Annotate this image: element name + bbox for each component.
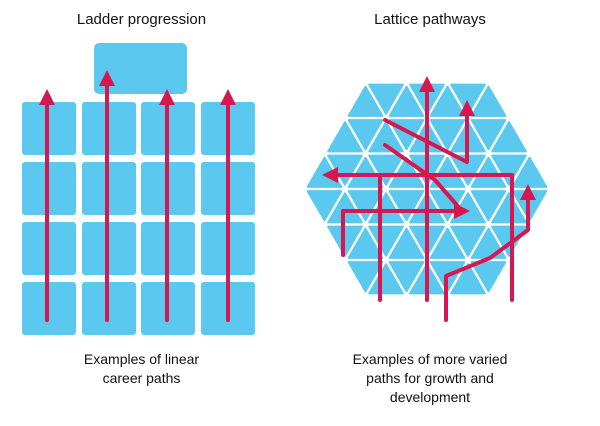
lattice-tile — [368, 192, 404, 224]
lattice-tile — [470, 119, 507, 151]
lattice-path — [383, 100, 475, 164]
lattice-caption-line: paths for growth and — [366, 370, 494, 386]
lattice-tile — [347, 190, 384, 222]
lattice-tile — [450, 225, 486, 257]
lattice-tile — [368, 263, 404, 295]
lattice-tile — [388, 85, 425, 117]
lattice-tile — [388, 227, 425, 259]
lattice-tile — [429, 156, 466, 188]
ladder-caption-line: Examples of linear — [83, 351, 200, 367]
lattice-tile — [388, 261, 425, 293]
lattice-caption-line: Examples of more varied — [352, 351, 508, 367]
ladder-caption-line: career paths — [102, 370, 181, 386]
lattice-caption-line: development — [389, 389, 471, 405]
lattice-paths — [322, 76, 536, 322]
lattice-tile — [429, 227, 466, 259]
lattice-tile — [306, 190, 343, 222]
ladder-caption: Examples of linear career paths — [20, 350, 263, 388]
lattice-path — [444, 184, 536, 322]
lattice-tile — [368, 225, 404, 257]
lattice-caption: Examples of more varied paths for growth… — [290, 350, 570, 407]
lattice-path — [383, 143, 464, 213]
lattice-tile — [347, 85, 384, 117]
lattice-tile — [429, 85, 466, 117]
ladder-grid — [22, 43, 255, 335]
lattice-tile — [347, 227, 384, 259]
lattice-title: Lattice pathways — [374, 11, 486, 28]
lattice-tile — [347, 156, 384, 188]
lattice-tile — [388, 190, 425, 222]
lattice-tile — [491, 121, 527, 153]
lattice-tile — [347, 261, 384, 293]
lattice-path — [341, 203, 470, 257]
lattice-tile — [347, 119, 384, 151]
lattice-tile — [327, 121, 363, 153]
lattice-tile — [470, 85, 507, 117]
lattice-tile — [470, 261, 507, 293]
lattice-tile — [388, 156, 425, 188]
lattice-tile — [491, 225, 527, 257]
ladder-paths — [39, 70, 236, 322]
lattice-tile — [470, 156, 507, 188]
lattice-tile — [368, 121, 404, 153]
lattice-tile — [368, 154, 404, 186]
lattice-tile — [429, 119, 466, 151]
ladder-top-tile — [94, 43, 187, 94]
lattice-tile — [450, 83, 486, 115]
lattice-tile — [470, 190, 507, 222]
lattice-tile — [368, 83, 404, 115]
lattice-tile — [491, 154, 527, 186]
lattice-tile — [491, 192, 527, 224]
ladder-title: Ladder progression — [76, 11, 207, 28]
lattice-path — [322, 167, 514, 302]
lattice-tile — [450, 263, 486, 295]
